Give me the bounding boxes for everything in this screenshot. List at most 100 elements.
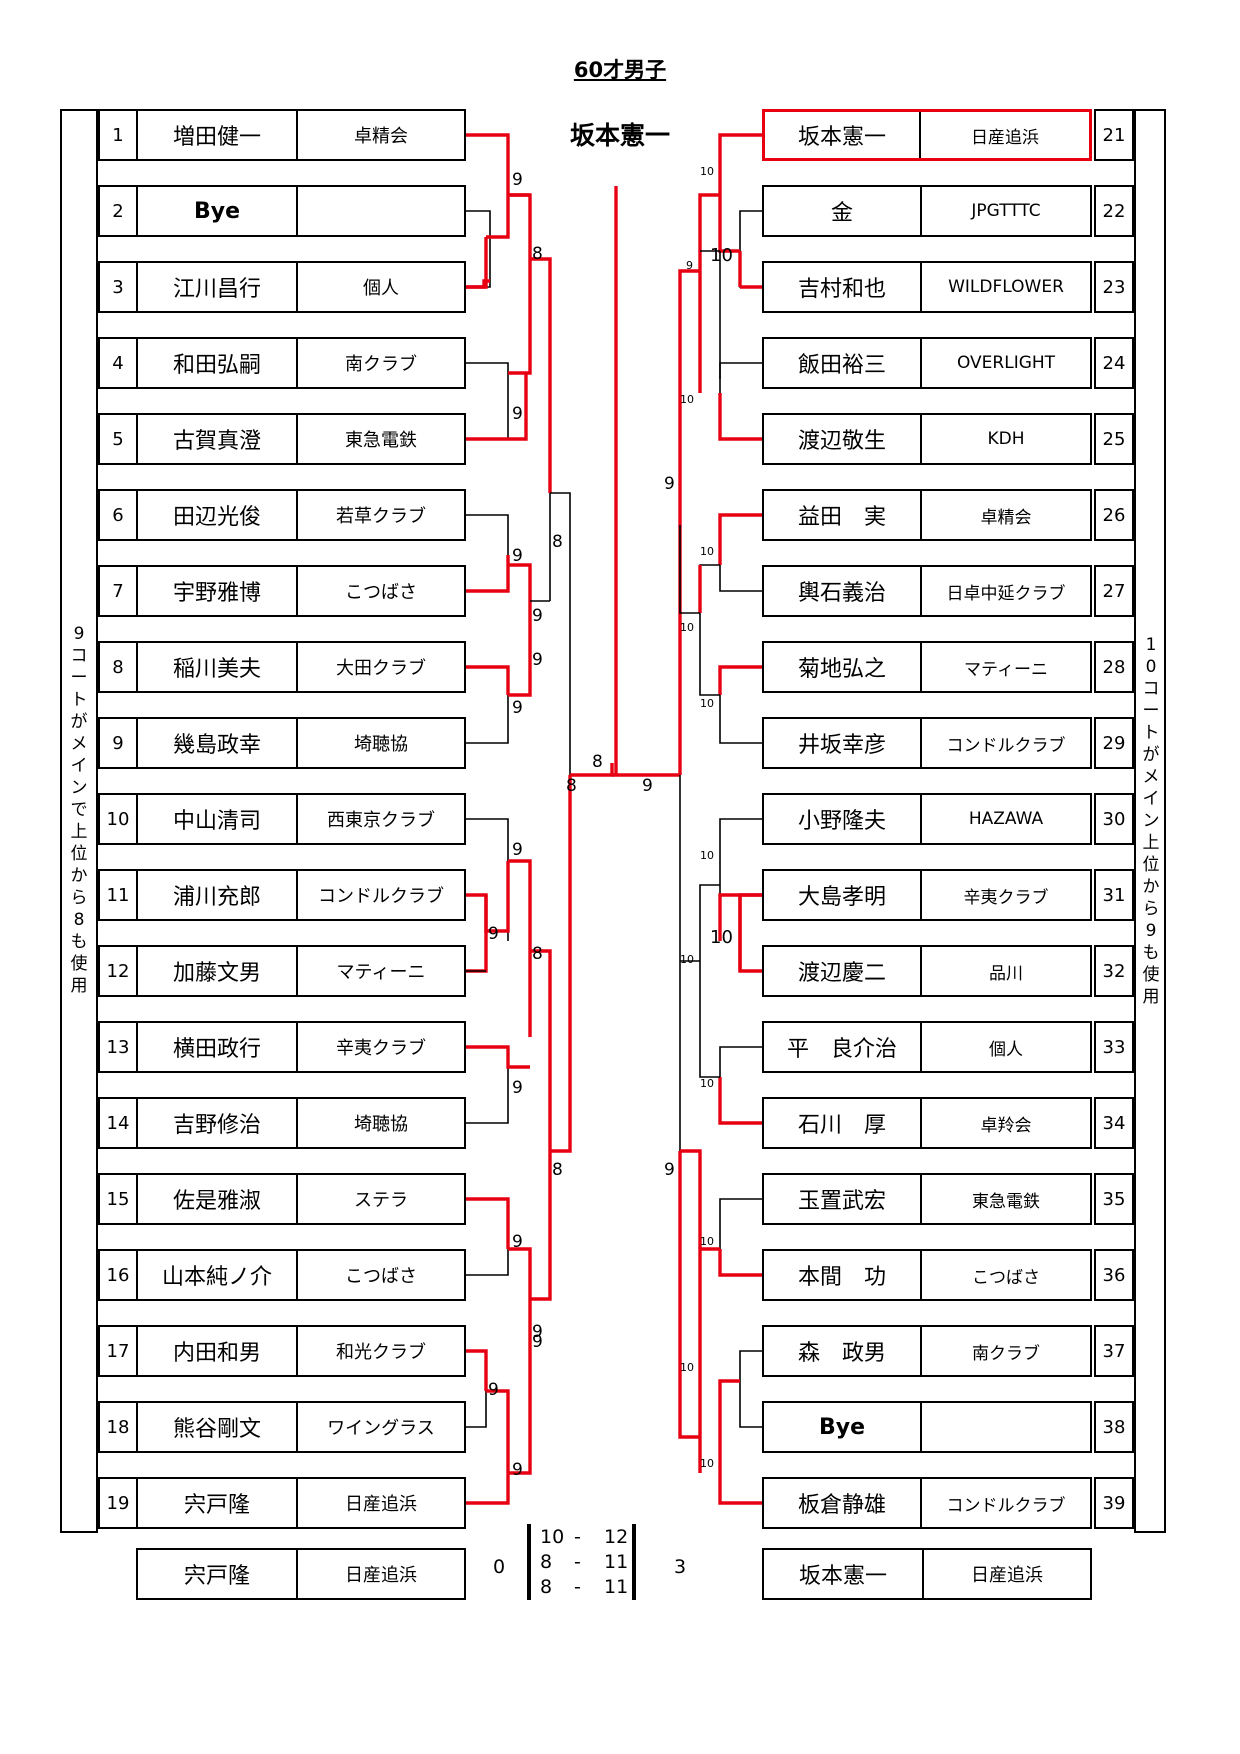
club-name: 西東京クラブ <box>327 810 435 831</box>
player-name: 大島孝明 <box>764 871 922 919</box>
seed-number: 24 <box>1094 337 1134 389</box>
bracket-line <box>508 859 532 1037</box>
club-name: 辛夷クラブ <box>336 1038 426 1059</box>
note-char: 使 <box>1142 965 1160 985</box>
bracket-line <box>466 665 510 695</box>
note-char: ー <box>70 668 88 688</box>
bracket-line <box>680 1149 702 1249</box>
note-char: か <box>70 866 88 886</box>
bracket-line <box>718 1249 762 1277</box>
set-score-left: 8 <box>540 1576 553 1598</box>
bracket-line <box>466 133 510 239</box>
note-char: 上 <box>1142 833 1160 853</box>
court-number-label: 9 <box>532 1322 543 1342</box>
note-char: ら <box>70 888 88 908</box>
bracket-line <box>679 525 700 614</box>
set-score-left: 8 <box>540 1551 553 1573</box>
set-score-separator: - <box>574 1576 581 1598</box>
player-name: 和田弘嗣 <box>138 339 298 387</box>
club-name: 南クラブ <box>972 1343 1040 1364</box>
player-name: 山本純ノ介 <box>138 1251 298 1299</box>
player-name: 菊地弘之 <box>764 643 922 691</box>
seed-number: 27 <box>1094 565 1134 617</box>
bracket-line <box>699 564 720 696</box>
seed-number: 15 <box>100 1175 138 1223</box>
player-row: 益田 実卓精会 <box>762 489 1092 541</box>
player-name: 吉村和也 <box>764 263 922 311</box>
bracket-line <box>530 1151 552 1301</box>
note-char: が <box>1142 745 1160 765</box>
court-number-label: 9 <box>532 1332 543 1352</box>
note-char: ら <box>1142 899 1160 919</box>
seed-number: 31 <box>1094 869 1134 921</box>
court-number-label: 9 <box>686 259 693 272</box>
seed-number: 4 <box>100 339 138 387</box>
bracket-line <box>466 1046 509 1124</box>
bracket-line <box>698 193 720 393</box>
final-left-games: 0 <box>493 1556 506 1578</box>
club-name: マティーニ <box>964 659 1048 680</box>
seed-number: 29 <box>1094 717 1134 769</box>
note-char: ー <box>1142 701 1160 721</box>
player-name: 佐是雅淑 <box>138 1175 298 1223</box>
player-row: 本間 功こつばさ <box>762 1249 1092 1301</box>
club-name: 卓精会 <box>354 126 408 147</box>
seed-number: 21 <box>1094 109 1134 161</box>
club-name: HAZAWA <box>968 809 1044 829</box>
note-char: コ <box>70 646 88 666</box>
court-number-label: 10 <box>700 165 714 178</box>
player-row: 板倉静雄コンドルクラブ <box>762 1477 1092 1529</box>
set-score-left: 10 <box>540 1526 565 1548</box>
set-score-right: 12 <box>604 1526 629 1548</box>
player-row: 菊地弘之 マティーニ <box>762 641 1092 693</box>
seed-number: 16 <box>100 1251 138 1299</box>
seed-number: 2 <box>100 187 138 235</box>
bracket-line <box>550 775 572 1153</box>
court-number-label: 10 <box>700 697 714 710</box>
player-name: 吉野修治 <box>138 1099 298 1147</box>
bracket-line <box>719 666 762 744</box>
player-name: 加藤文男 <box>138 947 298 995</box>
club-name: 個人 <box>989 1039 1023 1060</box>
club-name: コンドルクラブ <box>318 886 444 907</box>
court-number-label: 10 <box>700 1077 714 1090</box>
player-name: 飯田裕三 <box>764 339 922 387</box>
court-number-label: 9 <box>512 1078 523 1098</box>
club-name: 日産追浜 <box>971 127 1039 148</box>
club-name: ワイングラス <box>327 1418 435 1439</box>
player-name: 浦川充郎 <box>138 871 298 919</box>
bracket-line <box>466 1045 530 1069</box>
player-row: 輿石義治日卓中延クラブ <box>762 565 1092 617</box>
note-char: イ <box>1142 789 1160 809</box>
note-char: が <box>70 712 88 732</box>
final-right-games: 3 <box>674 1556 687 1578</box>
player-name: 平 良介治 <box>764 1023 922 1071</box>
bracket-line <box>508 1247 532 1475</box>
club-name: 日卓中延クラブ <box>946 583 1066 604</box>
seed-number: 39 <box>1094 1477 1134 1529</box>
seed-number: 25 <box>1094 413 1134 465</box>
set-score-right: 11 <box>604 1551 629 1573</box>
court-number-label: 9 <box>512 1232 523 1252</box>
seed-number: 37 <box>1094 1325 1134 1377</box>
note-char: イ <box>70 756 88 776</box>
left-court-note-box <box>60 109 98 1533</box>
player-name: 石川 厚 <box>764 1099 922 1147</box>
seed-number: 12 <box>100 947 138 995</box>
seed-number: 11 <box>100 871 138 919</box>
seed-number: 7 <box>100 567 138 615</box>
seed-number: 14 <box>100 1099 138 1147</box>
bracket-line <box>678 269 700 775</box>
seed-number: 5 <box>100 415 138 463</box>
seed-number: 18 <box>100 1403 138 1451</box>
